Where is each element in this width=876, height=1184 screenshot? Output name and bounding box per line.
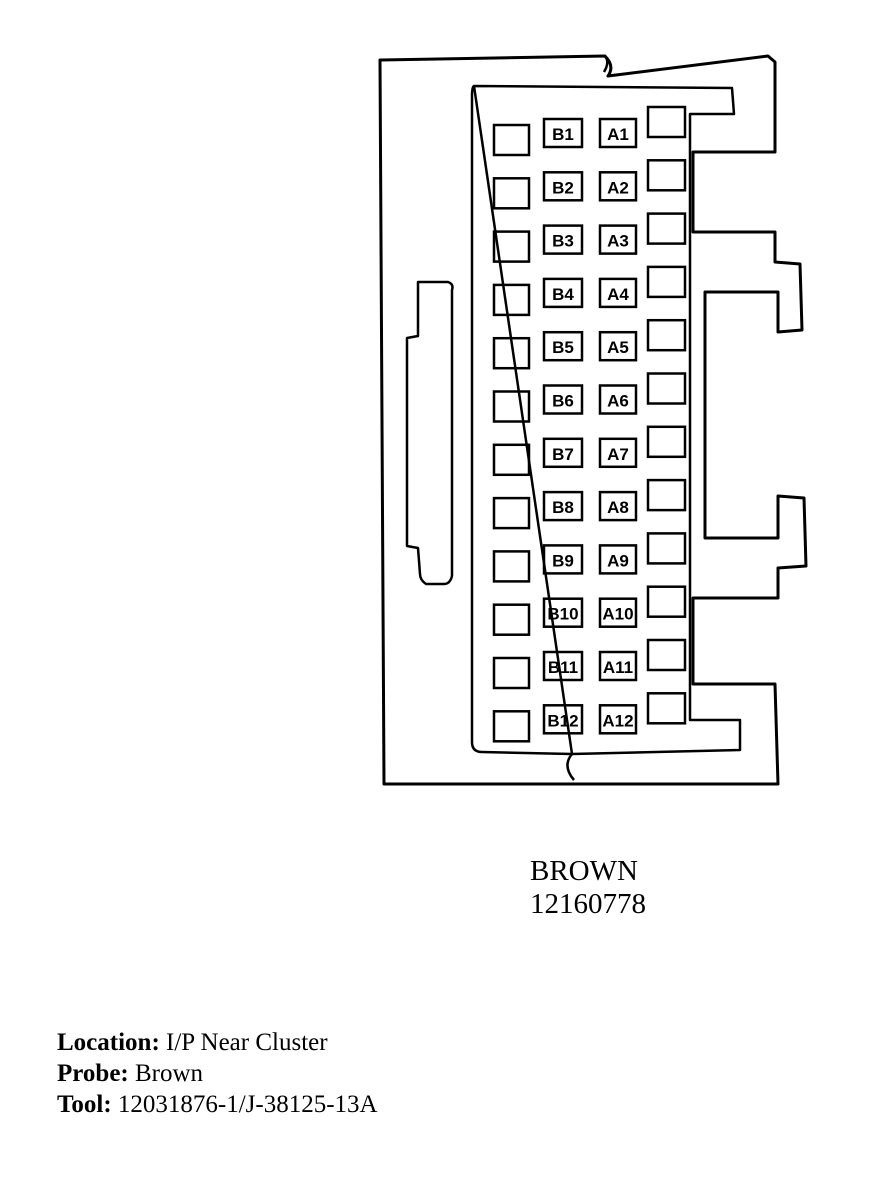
empty-cavity-left bbox=[492, 496, 531, 530]
empty-cavity-left bbox=[492, 123, 531, 157]
connector-left-latch bbox=[405, 280, 454, 586]
empty-cavity-left bbox=[492, 656, 531, 690]
probe-line: Probe: Brown bbox=[57, 1058, 378, 1089]
tool-value: 12031876-1/J-38125-13A bbox=[117, 1091, 378, 1118]
pin-b-label: B12 bbox=[547, 711, 578, 730]
pin-a-cavity bbox=[598, 544, 638, 575]
pin-b-label: B9 bbox=[552, 551, 574, 570]
empty-cavity-left bbox=[492, 550, 531, 583]
pin-a-label: A11 bbox=[603, 658, 633, 677]
pin-b-label: B10 bbox=[547, 605, 578, 624]
empty-cavity-right bbox=[646, 478, 687, 512]
pin-b-label: B3 bbox=[552, 232, 574, 251]
pin-b-cavity bbox=[542, 650, 584, 682]
pin-b-cavity bbox=[542, 384, 584, 415]
pin-b-cavity bbox=[542, 171, 584, 202]
pin-b-cavity bbox=[542, 544, 584, 575]
empty-cavity-right bbox=[646, 372, 687, 405]
pin-b-cavity bbox=[542, 117, 584, 149]
location-line: Location: I/P Near Cluster bbox=[57, 1027, 378, 1058]
connector-caption: BROWN 12160778 bbox=[530, 855, 646, 921]
pin-a-label: A10 bbox=[602, 605, 633, 624]
pin-b-label: B2 bbox=[552, 178, 574, 197]
location-value: I/P Near Cluster bbox=[166, 1029, 328, 1056]
pin-b-cavity bbox=[542, 704, 584, 735]
pin-a-cavity bbox=[598, 437, 638, 469]
empty-cavity-left bbox=[492, 443, 531, 477]
pin-a-label: A6 bbox=[607, 392, 629, 411]
empty-cavity-left bbox=[492, 603, 531, 636]
pin-a-cavity bbox=[598, 277, 638, 309]
pin-b-cavity bbox=[542, 597, 584, 628]
pin-a-cavity bbox=[598, 650, 638, 682]
pin-a-cavity bbox=[598, 597, 638, 628]
pin-a-cavity bbox=[598, 224, 638, 255]
pin-a-cavity bbox=[598, 704, 638, 735]
pin-a-label: A7 bbox=[607, 445, 629, 464]
pin-a-label: A4 bbox=[607, 285, 629, 304]
pin-b-label: B1 bbox=[552, 125, 574, 144]
pin-a-label: A3 bbox=[607, 232, 629, 251]
empty-cavity-right bbox=[646, 585, 687, 618]
pin-b-cavity bbox=[542, 330, 584, 362]
empty-cavity-left bbox=[492, 283, 531, 317]
empty-cavity-left bbox=[492, 336, 531, 370]
tool-line: Tool: 12031876-1/J-38125-13A bbox=[57, 1089, 378, 1120]
empty-cavity-left bbox=[492, 177, 531, 210]
connector-part-number: 12160778 bbox=[530, 888, 646, 920]
pin-a-cavity bbox=[598, 490, 638, 522]
empty-cavity-left bbox=[492, 390, 531, 423]
pin-a-label: A8 bbox=[607, 498, 629, 517]
empty-cavity-right bbox=[646, 532, 687, 565]
pin-b-label: B11 bbox=[548, 658, 578, 677]
empty-cavity-right bbox=[646, 638, 687, 672]
probe-value: Brown bbox=[135, 1060, 204, 1087]
pin-a-label: A5 bbox=[607, 338, 629, 357]
pin-a-cavity bbox=[598, 171, 638, 202]
connector-outer-housing bbox=[378, 54, 808, 786]
empty-cavity-right bbox=[646, 159, 687, 192]
pin-b-label: B7 bbox=[552, 445, 574, 464]
pin-a-label: A9 bbox=[607, 551, 629, 570]
empty-cavity-right bbox=[646, 265, 687, 299]
pin-b-cavity bbox=[542, 277, 584, 309]
pin-b-label: B6 bbox=[552, 392, 574, 411]
pin-a-cavity bbox=[598, 384, 638, 415]
pin-a-label: A1 bbox=[607, 125, 629, 144]
pin-b-cavity bbox=[542, 224, 584, 255]
pin-b-label: B5 bbox=[552, 338, 574, 357]
connector-color: BROWN bbox=[530, 855, 638, 887]
pin-a-label: A12 bbox=[602, 711, 633, 730]
empty-cavity-right bbox=[646, 692, 687, 725]
empty-cavity-right bbox=[646, 425, 687, 459]
connector-info: Location: I/P Near Cluster Probe: Brown … bbox=[57, 1027, 378, 1120]
empty-cavity-right bbox=[646, 105, 687, 139]
connector-inner-cavity bbox=[470, 84, 742, 781]
pin-a-label: A2 bbox=[607, 178, 629, 197]
empty-cavity-right bbox=[646, 318, 687, 352]
pin-b-label: B4 bbox=[552, 285, 574, 304]
pin-a-cavity bbox=[598, 330, 638, 362]
probe-label: Probe: bbox=[57, 1060, 129, 1087]
pin-b-label: B8 bbox=[552, 498, 574, 517]
empty-cavity-left bbox=[492, 710, 531, 743]
tool-label: Tool: bbox=[57, 1091, 112, 1118]
pin-b-cavity bbox=[542, 490, 584, 522]
pin-a-cavity bbox=[598, 117, 638, 149]
pin-b-cavity bbox=[542, 437, 584, 469]
empty-cavity-right bbox=[646, 212, 687, 245]
connector-top-notch bbox=[602, 55, 609, 73]
location-label: Location: bbox=[57, 1029, 160, 1056]
empty-cavity-left bbox=[492, 230, 531, 263]
